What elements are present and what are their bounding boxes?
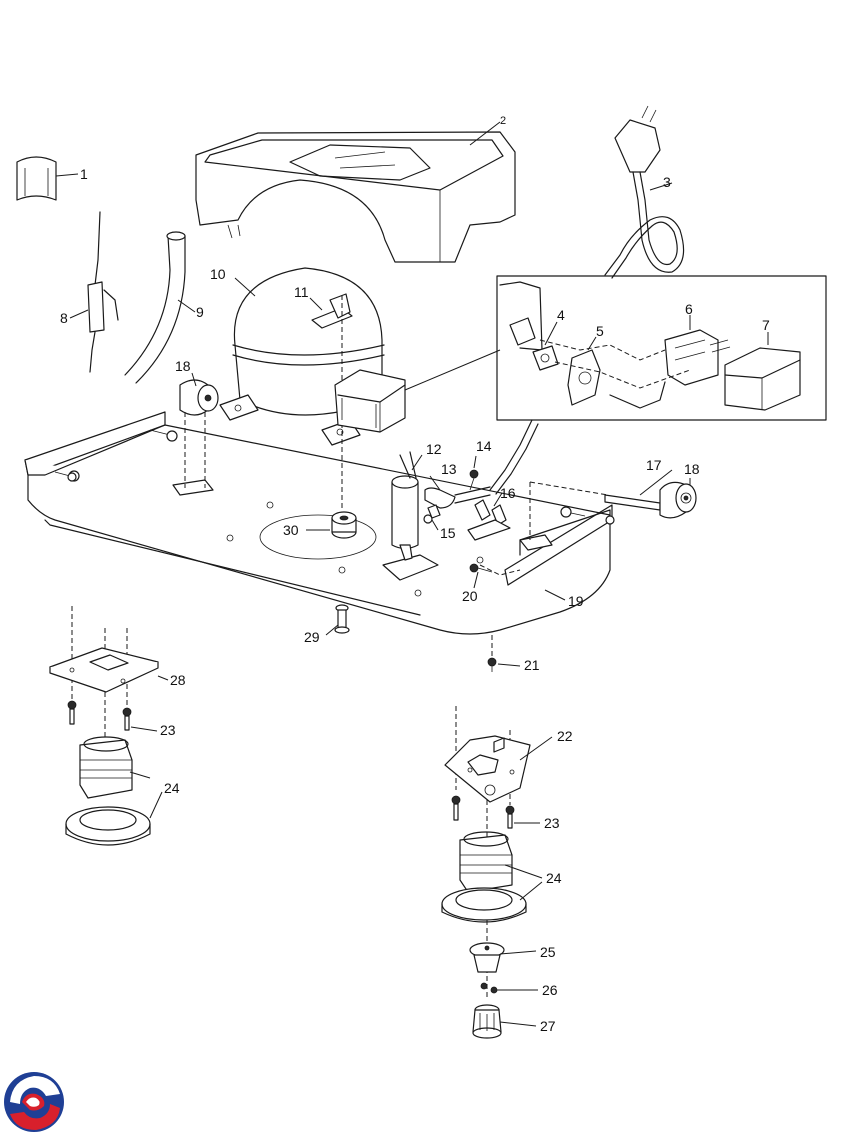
- callout-12: 12: [426, 441, 442, 457]
- part-9-hose: [124, 231, 186, 384]
- part-3-power-cord: [489, 105, 685, 495]
- part-19-base-plate: [24, 411, 615, 635]
- callout-5: 5: [596, 323, 604, 339]
- callout-19: 19: [568, 593, 584, 609]
- screw-left-2: [54, 471, 77, 482]
- part-1-clip: [16, 156, 57, 201]
- callout-9: 9: [196, 304, 204, 320]
- part-22-bracket: [444, 735, 531, 803]
- callout-15: 15: [440, 525, 456, 541]
- detail-inset: [496, 275, 827, 421]
- part-12-filter-drier: [382, 451, 439, 581]
- part-23-screw-left-a: [67, 700, 77, 725]
- part-25-valve: [469, 942, 505, 973]
- callout-17: 17: [646, 457, 662, 473]
- callout-16: 16: [500, 485, 516, 501]
- callout-1: 1: [80, 166, 88, 182]
- part-26-screws: [480, 982, 498, 994]
- relay-cover: [334, 369, 406, 433]
- brand-logo-icon: [4, 1072, 64, 1132]
- callout-24b: 24: [546, 870, 562, 886]
- callout-23b: 23: [544, 815, 560, 831]
- callout-27: 27: [540, 1018, 556, 1034]
- part-14-screw: [469, 469, 479, 491]
- part-21-screw: [487, 635, 497, 672]
- part-27-cap: [472, 1004, 502, 1039]
- callout-29: 29: [304, 629, 320, 645]
- callout-30: 30: [283, 522, 299, 538]
- callout-28: 28: [170, 672, 186, 688]
- part-23-screw-right-b: [505, 805, 515, 829]
- part-24-nut-right: [441, 831, 527, 923]
- callout-2: 2: [500, 115, 506, 127]
- callout-11: 11: [294, 284, 309, 300]
- part-18-grommet-right: [659, 481, 697, 519]
- screw-right-1: [560, 506, 586, 518]
- part-23-screw-left-b: [122, 707, 132, 731]
- callout-23a: 23: [160, 722, 176, 738]
- part-13-fitting: [424, 486, 491, 519]
- callout-8: 8: [60, 310, 68, 326]
- callout-18a: 18: [175, 358, 191, 374]
- part-24-nut-left: [65, 736, 151, 846]
- callout-18b: 18: [684, 461, 700, 477]
- part-16-clips: [467, 499, 511, 541]
- callout-7: 7: [762, 317, 770, 333]
- callout-4: 4: [557, 307, 565, 323]
- part-8-sensor-wire: [87, 211, 119, 373]
- callout-10: 10: [210, 266, 226, 282]
- callout-24a: 24: [164, 780, 180, 796]
- left-drain-assembly: [49, 606, 159, 846]
- part-17-rod: [604, 494, 661, 511]
- part-29-foot: [334, 604, 350, 634]
- callout-25: 25: [540, 944, 556, 960]
- part-15-washer: [423, 514, 433, 524]
- callout-21: 21: [524, 657, 540, 673]
- part-18-grommet-left: [179, 379, 219, 488]
- callout-3: 3: [663, 174, 671, 190]
- callout-13: 13: [441, 461, 457, 477]
- right-drain-assembly: [441, 706, 531, 1039]
- callout-6: 6: [685, 301, 693, 317]
- callout-20: 20: [462, 588, 478, 604]
- part-23-screw-right-a: [451, 795, 461, 821]
- part-2-top-cover: [195, 131, 516, 263]
- leader-lines: [55, 121, 769, 1027]
- part-30-grommet: [331, 511, 357, 539]
- screw-left-1: [149, 429, 178, 442]
- part-20-screw: [469, 563, 493, 573]
- callout-14: 14: [476, 438, 492, 454]
- callout-22: 22: [557, 728, 573, 744]
- callout-26: 26: [542, 982, 558, 998]
